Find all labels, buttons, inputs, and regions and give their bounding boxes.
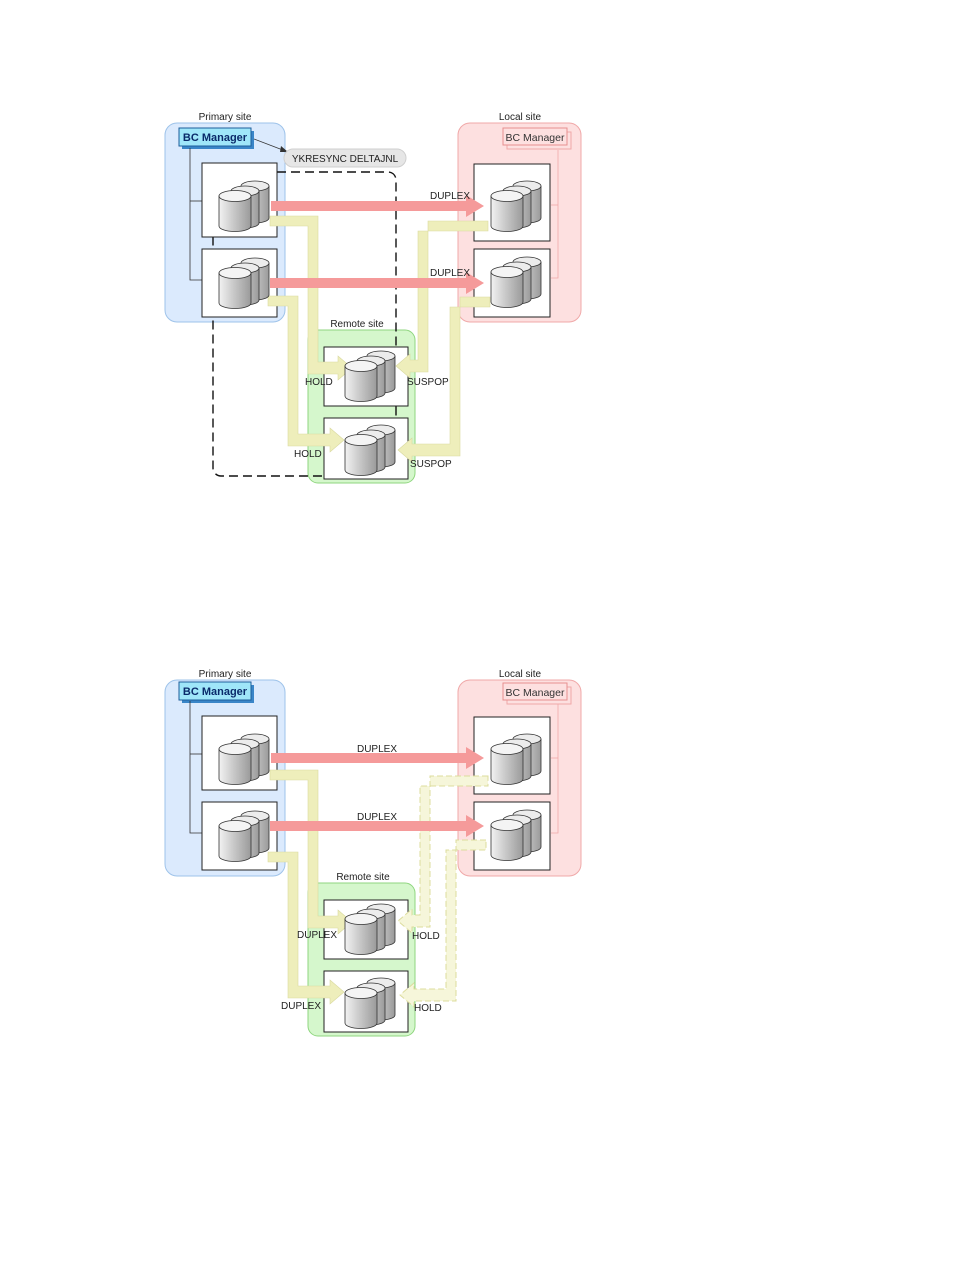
local-site-label-2: Local site	[499, 669, 542, 680]
remote-1-right-status: SUSPOP	[407, 377, 449, 388]
primary-site-label-2: Primary site	[199, 669, 252, 680]
bc-manager-local-label-2: BC Manager	[506, 687, 565, 699]
remote-site-label-2: Remote site	[336, 872, 390, 883]
remote-1-left-status-b: DUPLEX	[297, 930, 337, 941]
local-site-label: Local site	[499, 112, 542, 123]
command-label: YKRESYNC DELTAJNL	[292, 154, 399, 165]
primary-site-label: Primary site	[199, 112, 252, 123]
bc-manager-primary[interactable]: BC Manager	[179, 128, 254, 149]
diagram-2: Primary site Local site Remote site BC M…	[165, 669, 581, 1036]
remote-1-right-status-b: HOLD	[412, 931, 440, 942]
duplex-label-1-b: DUPLEX	[357, 744, 397, 755]
remote-2-right-status-b: HOLD	[414, 1003, 442, 1014]
duplex-label-1: DUPLEX	[430, 191, 470, 202]
duplex-label-2: DUPLEX	[430, 268, 470, 279]
diagram-1: Primary site Local site Remote site BC M…	[165, 112, 581, 483]
duplex-label-2-b: DUPLEX	[357, 812, 397, 823]
bc-manager-primary-label-2: BC Manager	[183, 686, 248, 698]
remote-2-left-status-b: DUPLEX	[281, 1001, 321, 1012]
bc-manager-local-label: BC Manager	[506, 132, 565, 144]
bc-manager-primary-2[interactable]: BC Manager	[179, 682, 254, 703]
remote-site-label: Remote site	[330, 319, 384, 330]
remote-2-left-status: HOLD	[294, 449, 322, 460]
bc-manager-primary-label: BC Manager	[183, 132, 248, 144]
remote-1-left-status: HOLD	[305, 377, 333, 388]
remote-2-right-status: SUSPOP	[410, 459, 452, 470]
